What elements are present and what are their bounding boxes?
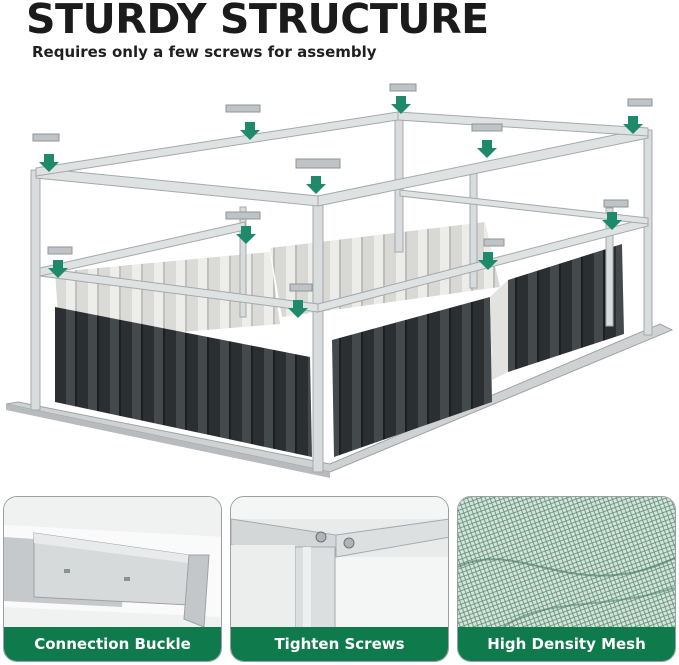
subheadline: Requires only a few screws for assembly	[32, 43, 377, 61]
feature-label: High Density Mesh	[458, 627, 675, 661]
raised-garden-bed-frame-illustration	[5, 83, 674, 478]
headline: STURDY STRUCTURE	[26, 0, 489, 43]
feature-panel-tighten-screws: Tighten Screws	[230, 496, 449, 662]
feature-panel-high-density-mesh: High Density Mesh	[457, 496, 676, 662]
feature-panel-connection-buckle: Connection Buckle	[3, 496, 222, 662]
feature-label: Tighten Screws	[231, 627, 448, 661]
feature-label: Connection Buckle	[4, 627, 221, 661]
